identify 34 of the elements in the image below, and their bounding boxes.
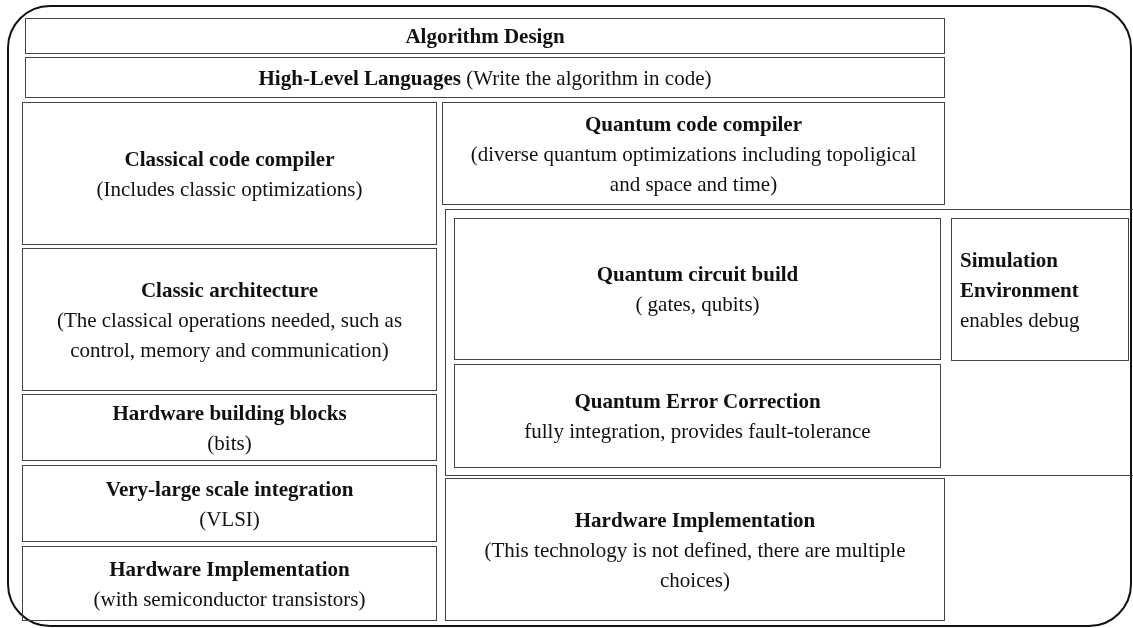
box-title: Classic architecture	[140, 276, 319, 304]
box-title: Very-large scale integration	[105, 475, 354, 503]
box-description: (with semiconductor transistors)	[93, 585, 366, 613]
box-description: enables debug	[960, 306, 1080, 334]
box-description: (VLSI)	[199, 505, 260, 533]
process-box	[454, 364, 941, 468]
process-box	[951, 218, 1129, 361]
box-description: (This technology is not defined, there are multiple choices)	[483, 536, 907, 594]
box-title: Hardware Implementation	[574, 506, 816, 534]
box-title: Algorithm Design	[405, 23, 565, 50]
box-title: High-Level Languages (Write the algorithm in code)	[258, 64, 712, 92]
box-title: Hardware Implementation	[109, 555, 350, 583]
process-box	[22, 546, 437, 621]
process-box	[454, 218, 941, 360]
box-description: (The classical operations needed, such as control, memory and communication)	[55, 306, 404, 364]
box-description: ( gates, qubits)	[635, 291, 760, 318]
group-box	[445, 209, 1133, 476]
box-title: Hardware building blocks	[112, 399, 347, 427]
process-box	[25, 57, 945, 98]
process-box	[22, 465, 437, 542]
box-description: fully integration, provides fault-tolerance	[524, 418, 871, 445]
process-box	[25, 18, 945, 54]
process-box	[442, 102, 945, 205]
box-title: Quantum circuit build	[596, 261, 799, 288]
box-title: Quantum Error Correction	[574, 388, 821, 415]
process-box	[22, 248, 437, 391]
box-description: (diverse quantum optimizations including topoligical and space and time)	[469, 140, 918, 198]
box-title: Classical code compiler	[124, 145, 335, 173]
box-description: (bits)	[207, 429, 252, 457]
box-description: (Includes classic optimizations)	[96, 175, 363, 203]
box-title: Quantum code compiler	[585, 110, 802, 138]
process-box	[22, 102, 437, 245]
process-box	[22, 394, 437, 461]
process-box	[445, 478, 945, 621]
